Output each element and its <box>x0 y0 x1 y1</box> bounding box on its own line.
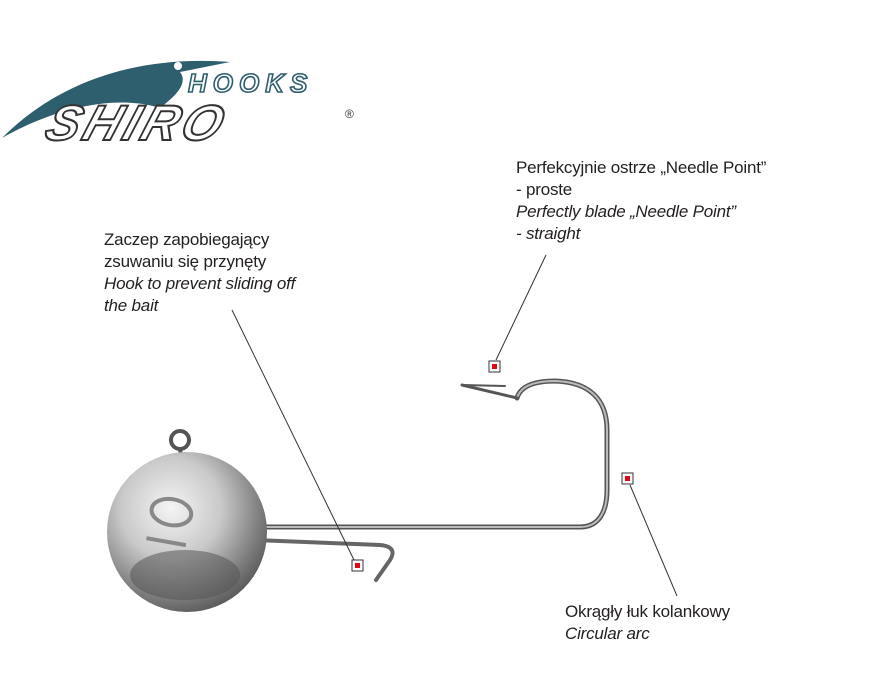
size-10-stamp <box>146 496 194 548</box>
leader-line-bend <box>629 484 678 597</box>
logo-sub: HOOKS <box>188 68 313 98</box>
marker-bend-dot <box>625 476 630 481</box>
logo-registered: ® <box>345 107 354 121</box>
leader-line-keeper <box>231 309 355 561</box>
annotation-keeper: Zaczep zapobiegający zsuwaniu się przynę… <box>104 229 295 317</box>
annotation-keeper-en-2: the bait <box>104 296 159 315</box>
annotation-point-en-2: - straight <box>516 224 581 243</box>
leader-lines <box>231 254 678 597</box>
annotation-bend-pl: Okrągły łuk kolankowy <box>565 602 730 621</box>
annotation-bend-en: Circular arc <box>565 624 650 643</box>
annotation-point: Perfekcyjnie ostrze „Needle Point” - pro… <box>516 157 766 245</box>
annotation-keeper-pl-2: zsuwaniu się przynęty <box>104 252 267 271</box>
jig-hook <box>252 378 610 530</box>
logo-brand: SHIRO <box>39 95 235 151</box>
marker-keeper-dot <box>355 563 360 568</box>
shiro-hooks-logo: HOOKS SHIRO ® <box>2 60 354 152</box>
bait-keeper-wire <box>253 538 395 582</box>
markers <box>351 360 634 572</box>
annotation-keeper-pl-1: Zaczep zapobiegający <box>104 230 270 249</box>
annotation-bend: Okrągły łuk kolankowy Circular arc <box>565 601 730 645</box>
leader-line-point <box>495 254 547 361</box>
annotation-point-pl-2: - proste <box>516 180 573 199</box>
marker-point-dot <box>492 364 497 369</box>
lead-jig-head <box>107 452 267 612</box>
annotation-point-pl-1: Perfekcyjnie ostrze „Needle Point” <box>516 158 767 177</box>
annotation-point-en-1: Perfectly blade „Needle Point” <box>516 202 736 221</box>
annotation-keeper-en-1: Hook to prevent sliding off <box>104 274 296 293</box>
